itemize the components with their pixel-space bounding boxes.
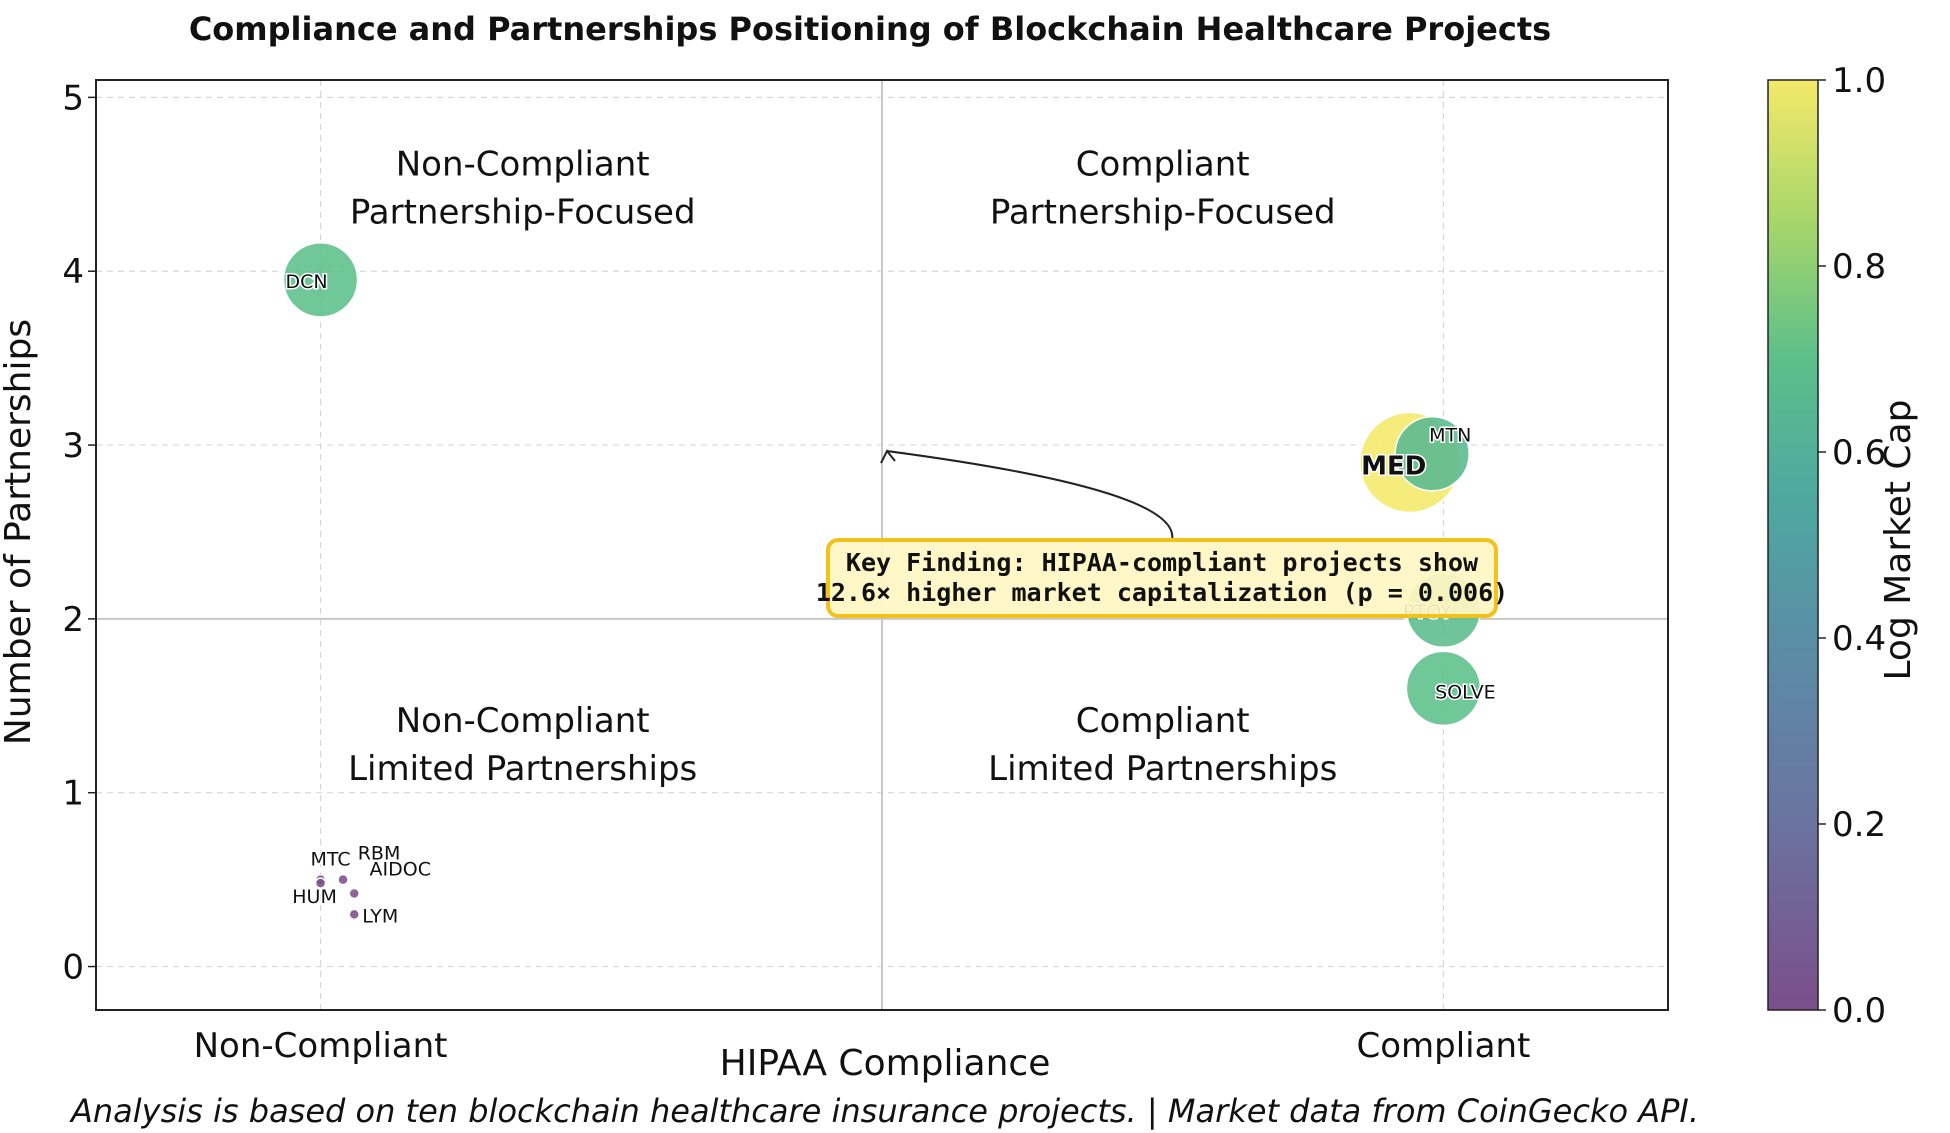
y-tick-label: 1 bbox=[62, 774, 84, 814]
y-tick-label: 2 bbox=[62, 600, 84, 640]
quadrant-label-top-right: Partnership-Focused bbox=[990, 193, 1336, 233]
point-label-solve: SOLVE bbox=[1435, 681, 1496, 703]
annotation-box bbox=[826, 538, 1498, 618]
x-tick-labels: Non-Compliant Compliant bbox=[194, 1026, 1531, 1066]
colorbar-tick-label: 1.0 bbox=[1832, 61, 1886, 101]
point-label-rbm: RBM bbox=[358, 843, 401, 865]
colorbar-tick-label: 0.2 bbox=[1832, 805, 1886, 845]
quadrant-labels: Non-CompliantPartnership-FocusedComplian… bbox=[348, 145, 1337, 789]
annotation: Key Finding: HIPAA-compliant projects sh… bbox=[816, 449, 1508, 618]
point-aidoc bbox=[348, 887, 361, 900]
point-rbm bbox=[337, 873, 349, 886]
y-tick-label: 4 bbox=[62, 252, 84, 292]
colorbar-tick-label: 0.6 bbox=[1832, 433, 1886, 473]
annotation-text: Key Finding: HIPAA-compliant projects sh… bbox=[846, 548, 1479, 577]
plot-frame bbox=[95, 79, 1669, 1011]
quadrant-label-bottom-left: Limited Partnerships bbox=[348, 749, 697, 789]
annotation-text: 12.6× higher market capitalization (p = … bbox=[816, 578, 1508, 607]
point-lym bbox=[348, 908, 361, 921]
quadrant-label-top-right: Compliant bbox=[1076, 145, 1250, 185]
y-tick-label: 5 bbox=[62, 78, 84, 118]
y-tick-labels: 0 1 2 3 4 5 bbox=[62, 78, 96, 988]
point-label-hum: HUM bbox=[292, 886, 337, 908]
point-mtn bbox=[1394, 415, 1470, 492]
point-label-mtc: MTC bbox=[310, 849, 350, 871]
point-label-lym: LYM bbox=[362, 905, 398, 927]
point-solve bbox=[1405, 650, 1482, 727]
point-label-dcn: DCN bbox=[286, 271, 328, 293]
chart-title: Compliance and Partnerships Positioning … bbox=[189, 10, 1551, 48]
x-tick-label: Compliant bbox=[1356, 1026, 1530, 1066]
quadrant-label-top-left: Partnership-Focused bbox=[350, 193, 696, 233]
quadrant-label-bottom-right: Compliant bbox=[1076, 701, 1250, 741]
colorbar-tick-label: 0.0 bbox=[1832, 991, 1886, 1031]
quadrant-label-top-left: Non-Compliant bbox=[396, 145, 650, 185]
footer-note: Analysis is based on ten blockchain heal… bbox=[69, 1092, 1699, 1130]
point-dcn bbox=[282, 242, 359, 318]
x-axis-label: HIPAA Compliance bbox=[720, 1043, 1051, 1084]
quadrant-label-bottom-right: Limited Partnerships bbox=[988, 749, 1337, 789]
colorbar-ticks: 0.0 0.2 0.4 0.6 0.8 1.0 bbox=[1818, 61, 1886, 1031]
point-label-med: MED bbox=[1361, 451, 1426, 481]
quadrant-label-bottom-left: Non-Compliant bbox=[396, 701, 650, 741]
point-label-mtn: MTN bbox=[1429, 425, 1471, 447]
colorbar bbox=[1767, 79, 1819, 1011]
colorbar-tick-label: 0.4 bbox=[1832, 619, 1886, 659]
point-hum bbox=[314, 877, 327, 889]
y-tick-label: 3 bbox=[62, 426, 84, 466]
y-tick-label: 0 bbox=[62, 948, 84, 988]
annotation-arrowhead bbox=[880, 449, 896, 464]
colorbar-tick-label: 0.8 bbox=[1832, 247, 1886, 287]
x-tick-label: Non-Compliant bbox=[194, 1026, 448, 1066]
point-label-aidoc: AIDOC bbox=[370, 859, 431, 881]
annotation-arrow bbox=[886, 450, 1174, 541]
colorbar-label: Log Market Cap bbox=[1878, 400, 1919, 681]
y-axis-label: Number of Partnerships bbox=[0, 319, 39, 745]
